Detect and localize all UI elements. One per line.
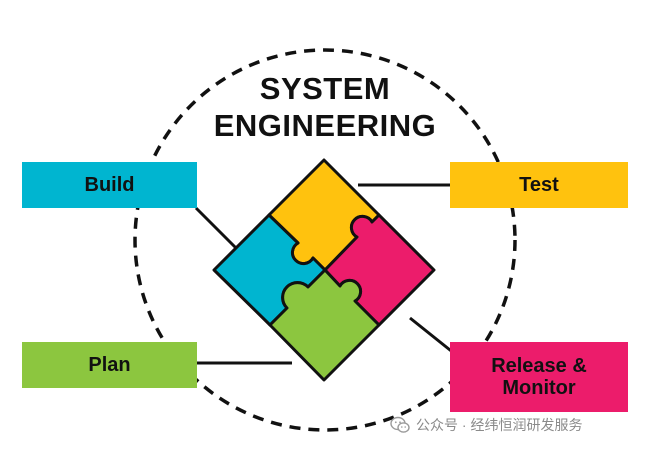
connector-release: [409, 316, 456, 356]
watermark: 公众号 · 经纬恒润研发服务: [390, 414, 645, 436]
stage-plan-label: Plan: [88, 354, 131, 376]
stage-test: Test: [450, 162, 628, 208]
stage-release-monitor: Release & Monitor: [450, 342, 628, 412]
puzzle-diamond: [212, 158, 436, 382]
stage-release-label-line-2: Monitor: [502, 377, 576, 399]
watermark-text: 公众号 · 经纬恒润研发服务: [416, 417, 583, 433]
dashed-circle: [133, 48, 517, 432]
stage-build-label: Build: [84, 174, 135, 196]
stage-plan: Plan: [22, 342, 197, 388]
title-line-1: SYSTEM: [259, 71, 391, 106]
stage-release-label-line-1: Release &: [491, 355, 587, 377]
wechat-icon: [390, 416, 410, 433]
diagram-title: SYSTEM ENGINEERING: [175, 70, 475, 144]
puzzle-piece-bottom: [268, 268, 381, 382]
stage-test-label: Test: [519, 174, 559, 196]
title-line-2: ENGINEERING: [213, 108, 437, 143]
stage-build: Build: [22, 162, 197, 208]
connector-build: [194, 206, 238, 250]
